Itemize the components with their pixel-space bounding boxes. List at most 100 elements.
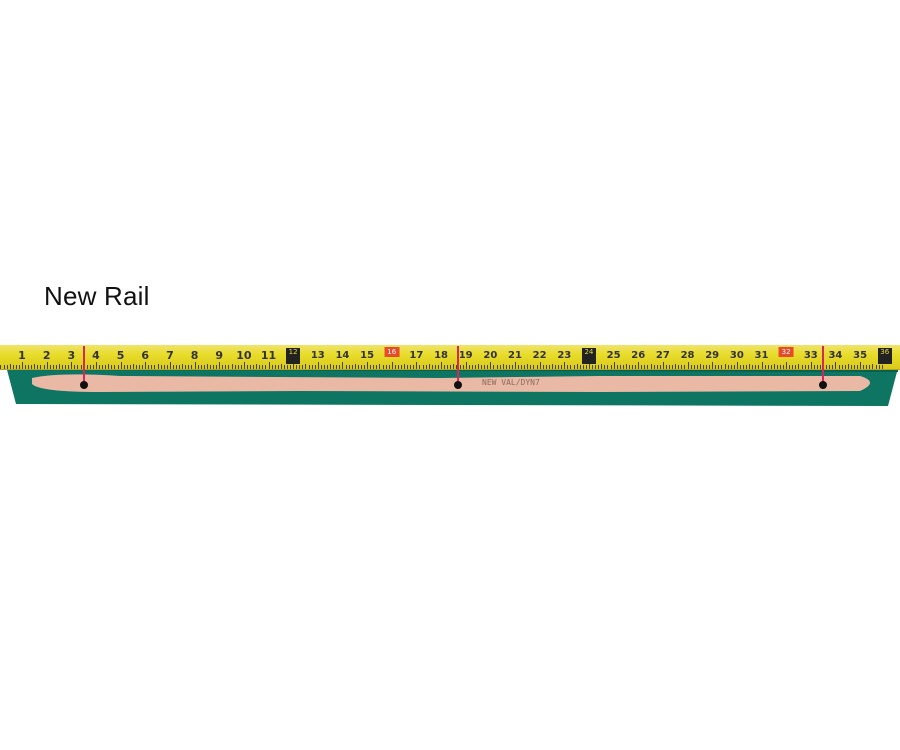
tape-tick [613, 362, 615, 369]
tape-tick [758, 365, 760, 369]
tape-tick [151, 365, 153, 369]
tape-tick [407, 365, 409, 369]
tape-tick [527, 364, 529, 369]
tape-tick [644, 365, 646, 369]
tape-tick [632, 365, 634, 369]
tape-tick [327, 365, 329, 369]
tape-tick [283, 365, 285, 369]
tape-tick [746, 365, 748, 369]
tape-tick [209, 365, 211, 369]
tape-tick [339, 365, 341, 369]
tape-tick [625, 364, 627, 369]
tape-tick [34, 364, 36, 369]
tape-number: 17 [409, 350, 424, 361]
tape-tick [804, 365, 806, 369]
tape-tick [832, 365, 834, 369]
tape-tick [465, 362, 467, 369]
tape-tick [342, 362, 344, 369]
tape-number: 33 [803, 350, 818, 361]
tape-tick [669, 365, 671, 369]
tape-tick [385, 365, 387, 369]
tape-tick [844, 365, 846, 369]
tape-number: 18 [434, 350, 449, 361]
tape-tick [533, 365, 535, 369]
tape-tick [416, 362, 418, 369]
tape-tick [410, 365, 412, 369]
tape-tick [490, 362, 492, 369]
tape-tick [739, 365, 741, 369]
tape-tick [838, 365, 840, 369]
tape-tick [108, 364, 110, 369]
tape-tick [102, 365, 104, 369]
tape-tick [863, 365, 865, 369]
tape-tick [246, 365, 248, 369]
tape-tick [200, 365, 202, 369]
tape-tick [767, 365, 769, 369]
tape-tick [857, 365, 859, 369]
tape-tick [434, 365, 436, 369]
tape-tick [699, 364, 701, 369]
tape-tick [216, 365, 218, 369]
tape-tick [610, 365, 612, 369]
tape-tick [835, 362, 837, 369]
tape-foot-mark: 12 [286, 348, 301, 364]
tape-tick [293, 362, 295, 369]
tape-number: 20 [483, 350, 498, 361]
tape-tick [706, 365, 708, 369]
tape-tick [570, 365, 572, 369]
tape-tick [397, 365, 399, 369]
tape-tick [437, 365, 439, 369]
tape-tick [422, 365, 424, 369]
tape-tick [659, 365, 661, 369]
tape-tick [687, 362, 689, 369]
tape-tick [391, 362, 393, 369]
tape-number: 25 [606, 350, 621, 361]
tape-tick [764, 365, 766, 369]
tape-tick [573, 365, 575, 369]
tape-tick [721, 365, 723, 369]
tape-number: 35 [853, 350, 868, 361]
tape-tick [15, 365, 17, 369]
tape-tick [49, 365, 51, 369]
tape-tick [280, 364, 282, 369]
tape-number: 30 [729, 350, 744, 361]
tape-tick [789, 365, 791, 369]
tape-tick [213, 365, 215, 369]
tape-tick [638, 362, 640, 369]
tape-tick [243, 362, 245, 369]
tape-tick [142, 365, 144, 369]
tape-tick [348, 365, 350, 369]
tape-number: 27 [655, 350, 670, 361]
tape-tick [25, 365, 27, 369]
tape-tick [499, 365, 501, 369]
tape-tick [228, 365, 230, 369]
tape-number: 15 [360, 350, 375, 361]
tape-tick [95, 362, 97, 369]
tape-tick [471, 365, 473, 369]
tape-tick [675, 364, 677, 369]
tape-tick [145, 362, 147, 369]
tape-tick [117, 365, 119, 369]
tape-tick [262, 365, 264, 369]
tape-foot-mark: 36 [877, 348, 892, 364]
tape-tick [779, 365, 781, 369]
tape-tick [271, 365, 273, 369]
tape-tick [9, 364, 11, 369]
tape-tick [801, 365, 803, 369]
tape-tick [653, 365, 655, 369]
tape-tick [792, 365, 794, 369]
tape-tick [826, 365, 828, 369]
tape-tick [690, 365, 692, 369]
tape-tick [354, 364, 356, 369]
tape-tick [853, 365, 855, 369]
tape-tick [120, 362, 122, 369]
tape-tick [548, 365, 550, 369]
tape-tick [681, 365, 683, 369]
tape-tick [191, 365, 193, 369]
tape-tick [807, 365, 809, 369]
tape-tick [28, 365, 30, 369]
tape-tick [702, 365, 704, 369]
tape-tick [866, 365, 868, 369]
tape-number: 19 [458, 350, 473, 361]
tape-tick [286, 365, 288, 369]
